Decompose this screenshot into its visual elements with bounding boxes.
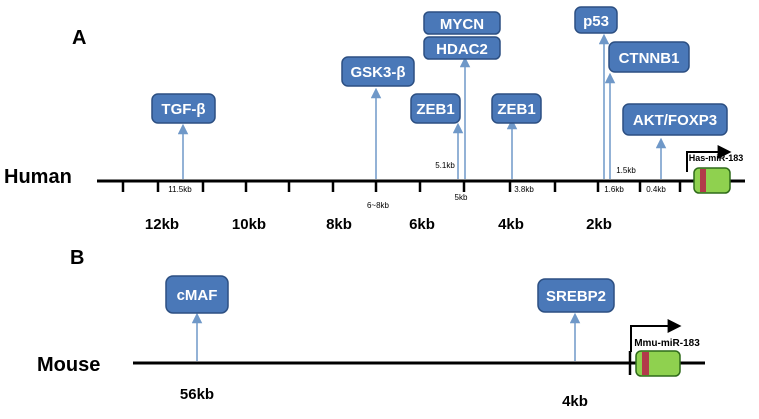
svg-text:p53: p53 <box>583 13 609 30</box>
svg-text:ZEB1: ZEB1 <box>416 101 454 118</box>
factor-box-tgf-beta: TGF-β <box>151 93 216 124</box>
factor-box-ctnnb1: CTNNB1 <box>608 41 690 73</box>
svg-text:GSK3-β: GSK3-β <box>351 64 406 81</box>
human-axis-ticks <box>121 181 682 192</box>
panel-b-letter: B <box>70 247 84 269</box>
distance-label-3-8kb: 3.8kb <box>514 185 534 194</box>
distance-label-5kb: 5kb <box>455 193 468 202</box>
scale-label-2kb: 2kb <box>586 216 612 233</box>
panel-a-letter: A <box>72 27 86 49</box>
mouse-mir183-gene: Mmu-miR-183 <box>630 319 700 377</box>
svg-text:ZEB1: ZEB1 <box>497 101 535 118</box>
human-gene-label: Has-miR-183 <box>689 153 744 163</box>
factor-box-hdac2: HDAC2 <box>423 36 501 60</box>
factor-box-zeb1-a: ZEB1 <box>410 93 461 124</box>
mouse-scale-label-56kb: 56kb <box>180 386 214 403</box>
factor-box-akt-foxp3: AKT/FOXP3 <box>622 103 728 136</box>
human-binding-arrows <box>177 33 667 179</box>
distance-label-0-4kb: 0.4kb <box>646 185 666 194</box>
svg-text:cMAF: cMAF <box>177 287 218 304</box>
mouse-binding-arrows <box>191 312 581 361</box>
tss-arrow-icon <box>630 319 682 352</box>
distance-label-11-5kb: 11.5kb <box>168 185 192 194</box>
mouse-scale-label-4kb: 4kb <box>562 393 588 410</box>
scale-label-12kb: 12kb <box>145 216 179 233</box>
svg-text:SREBP2: SREBP2 <box>546 288 606 305</box>
scale-label-8kb: 8kb <box>326 216 352 233</box>
svg-text:TGF-β: TGF-β <box>161 101 205 118</box>
distance-label-6-8kb: 6~8kb <box>367 201 390 210</box>
distance-label-1-6kb: 1.6kb <box>604 185 624 194</box>
gene-block-icon <box>693 167 731 194</box>
factor-box-gsk3-beta: GSK3-β <box>341 56 415 87</box>
svg-text:AKT/FOXP3: AKT/FOXP3 <box>633 112 717 129</box>
mouse-gene-label: Mmu-miR-183 <box>634 338 700 349</box>
svg-text:CTNNB1: CTNNB1 <box>619 50 680 67</box>
tss-arrow-icon <box>686 145 732 172</box>
factor-box-cmaf: cMAF <box>165 275 229 314</box>
svg-text:MYCN: MYCN <box>440 16 484 33</box>
scale-label-6kb: 6kb <box>409 216 435 233</box>
distance-label-5-1kb: 5.1kb <box>435 161 455 170</box>
distance-label-1-5kb: 1.5kb <box>616 166 636 175</box>
human-species-label: Human <box>4 166 72 188</box>
factor-box-srebp2: SREBP2 <box>537 278 615 313</box>
scale-label-10kb: 10kb <box>232 216 266 233</box>
factor-box-mycn: MYCN <box>423 11 501 35</box>
factor-box-p53: p53 <box>574 6 618 34</box>
mouse-species-label: Mouse <box>37 354 100 376</box>
factor-box-zeb1-b: ZEB1 <box>491 93 542 124</box>
svg-text:HDAC2: HDAC2 <box>436 41 488 58</box>
human-mir183-gene: Has-miR-183 <box>686 145 744 194</box>
scale-label-4kb: 4kb <box>498 216 524 233</box>
